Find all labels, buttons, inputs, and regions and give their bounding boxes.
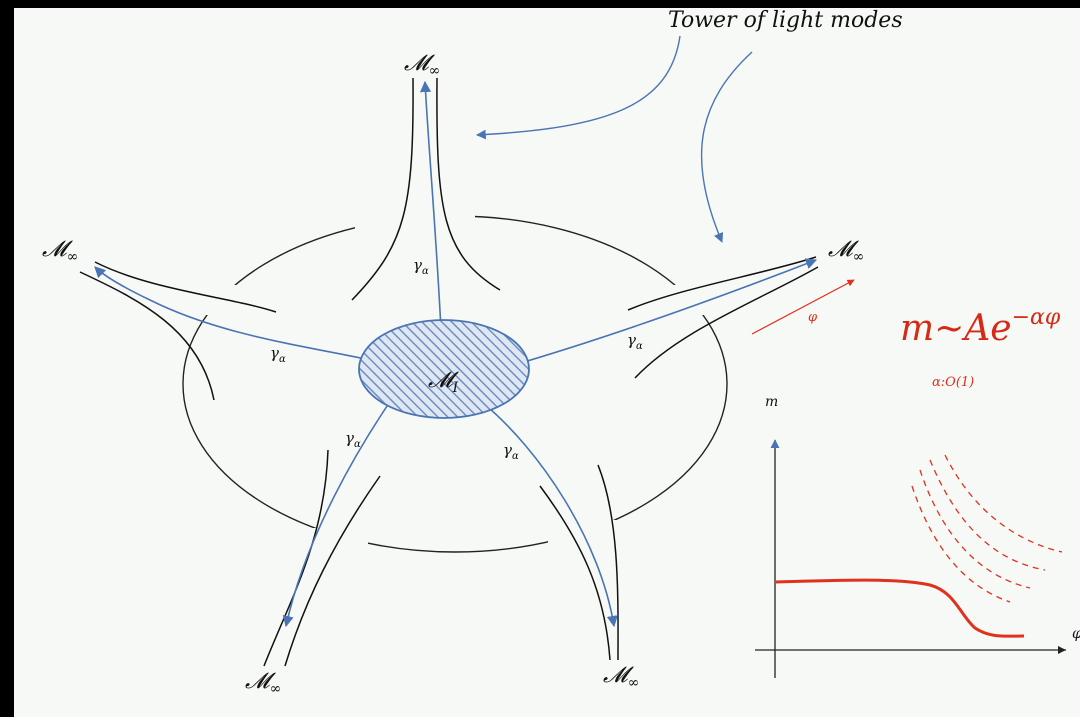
caption-arrow-right <box>700 51 753 243</box>
slide-background <box>14 8 1080 717</box>
geodesic-label-right: γα <box>627 331 643 352</box>
graph-x-label: φ <box>1072 626 1080 642</box>
geodesic-label-bottom-left: γα <box>345 429 361 450</box>
mass-curve <box>775 578 1025 638</box>
throat-bottom-left <box>263 449 381 667</box>
throat-left <box>79 261 277 401</box>
interior-region <box>358 319 530 419</box>
field-direction-arrow <box>751 279 855 335</box>
geodesic-label-bottom-right: γα <box>503 441 519 462</box>
mass-graph: m φ <box>755 394 1080 678</box>
throat-top <box>351 77 501 301</box>
field-direction-label: φ <box>808 310 818 325</box>
geodesic-arrow-top <box>419 80 442 331</box>
geodesic-arrow-left <box>94 266 381 363</box>
throat-right <box>627 256 819 379</box>
throat-bottom-right <box>539 464 619 661</box>
geodesic-label-top: γα <box>413 256 429 277</box>
graph-y-label: m <box>765 394 778 410</box>
geodesic-arrow-right <box>506 258 818 368</box>
tower-dashed-arcs <box>911 454 1063 603</box>
geodesic-arrow-bottom-left <box>282 379 406 628</box>
geodesic-arrow-bottom-right <box>481 401 618 628</box>
tower-caption: Tower of light modes <box>668 8 903 33</box>
geodesic-label-left: γα <box>270 344 286 365</box>
caption-arrow-left <box>476 35 681 140</box>
mass-formula: m~Ae−αφ <box>900 305 1061 349</box>
alpha-condition: α:O(1) <box>932 375 974 390</box>
